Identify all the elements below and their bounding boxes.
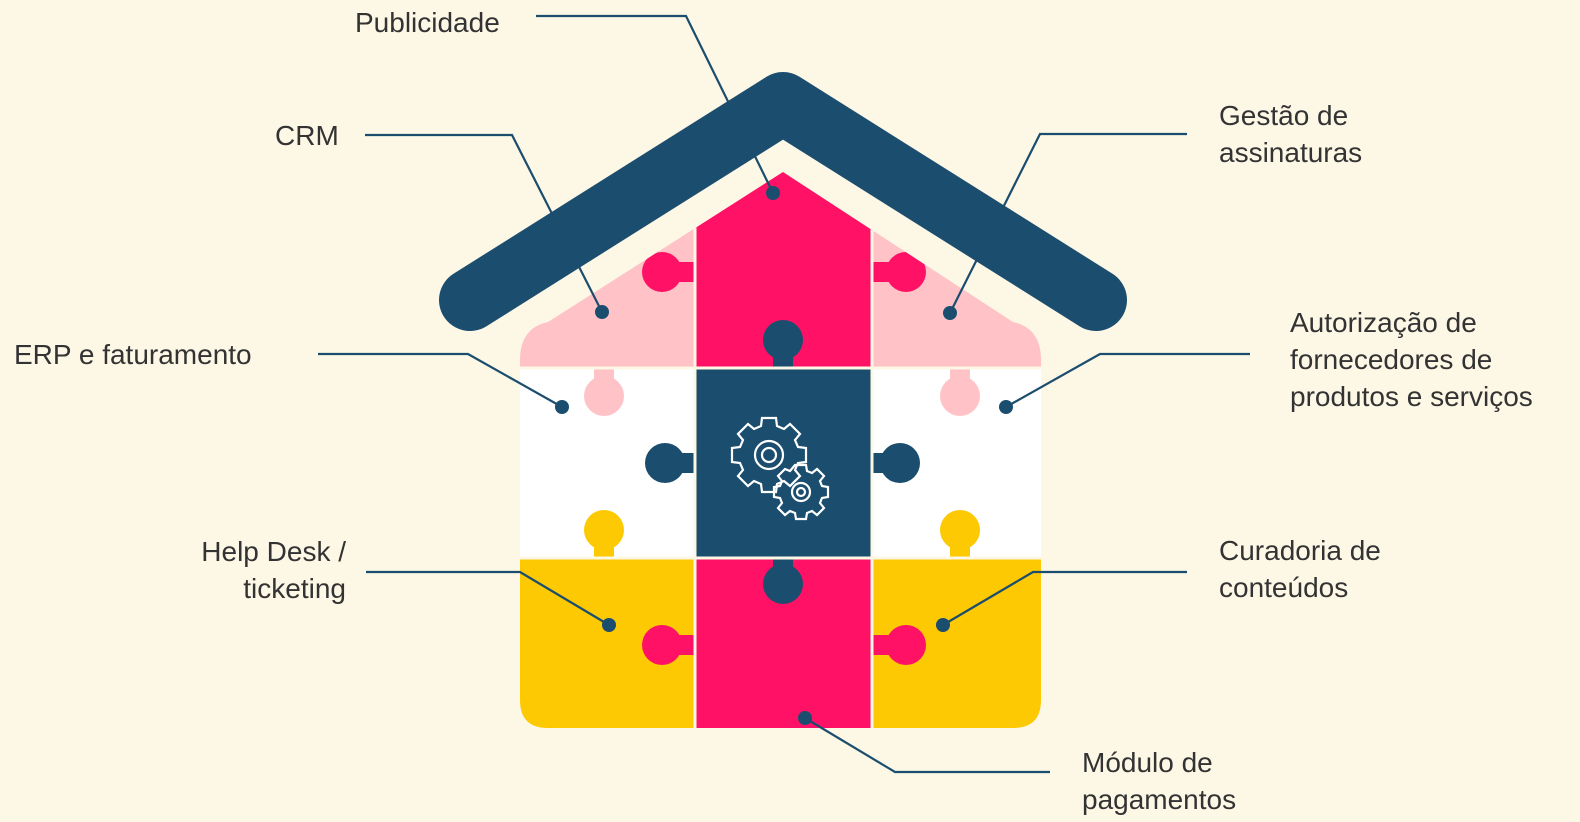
leader-erp — [318, 352, 563, 408]
label-modulo: Módulo de pagamentos — [1082, 747, 1237, 815]
dot-curadoria — [936, 618, 950, 632]
leader-gestao — [949, 132, 1187, 314]
publicidade-tabs — [642, 252, 926, 292]
leader-dots — [555, 186, 1013, 725]
label-erp: ERP e faturamento — [14, 339, 252, 370]
label-curadoria: Curadoria de conteúdos — [1219, 535, 1381, 603]
leader-helpdesk — [366, 570, 610, 626]
label-publicidade: Publicidade — [355, 7, 500, 38]
dot-helpdesk — [602, 618, 616, 632]
label-gestao: Gestão de assinaturas — [1219, 100, 1363, 168]
leader-publicidade — [536, 14, 774, 194]
roof — [439, 72, 1127, 331]
dot-crm — [595, 305, 609, 319]
dot-modulo — [798, 711, 812, 725]
label-helpdesk: Help Desk / ticketing — [201, 536, 346, 604]
dot-gestao — [943, 306, 957, 320]
leader-lines — [318, 14, 1250, 774]
large-gear — [730, 416, 808, 494]
label-autorizacao: Autorização de fornecedores de produtos … — [1290, 307, 1533, 412]
center-piece — [695, 368, 872, 558]
gears-icon — [730, 416, 830, 521]
leader-curadoria — [942, 570, 1187, 626]
small-gear — [772, 463, 830, 521]
pink-tabs — [584, 362, 980, 416]
leader-modulo — [804, 717, 1050, 774]
leader-autorizacao — [1005, 352, 1250, 408]
leader-crm — [365, 133, 603, 313]
dot-publicidade — [766, 186, 780, 200]
piece-seams — [520, 172, 1041, 728]
dot-erp — [555, 400, 569, 414]
center-tabs — [645, 320, 920, 604]
label-crm: CRM — [275, 120, 339, 151]
modulo-tabs — [642, 625, 926, 665]
yellow-tabs — [584, 510, 980, 562]
dot-autorizacao — [999, 400, 1013, 414]
